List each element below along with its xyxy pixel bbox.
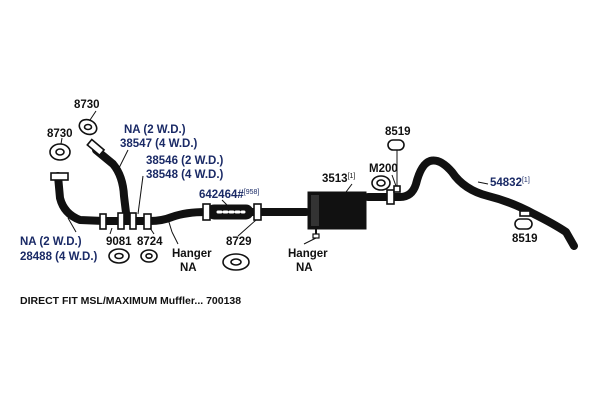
tail-pipe — [364, 156, 578, 250]
label-hanger-right: Hanger — [288, 248, 328, 260]
label-9081: 9081 — [106, 236, 132, 248]
label-28488: 28488 (4 W.D.) — [20, 251, 98, 263]
part-labels: 8730 8730 NA (2 W.D.) 38547 (4 W.D.) 385… — [20, 99, 538, 274]
right-down-pipe — [92, 146, 131, 225]
label-642464: 642464#[958] — [199, 189, 259, 201]
label-hanger-right-na: NA — [296, 262, 313, 274]
label-8729: 8729 — [226, 236, 252, 248]
label-m200: M200 — [369, 163, 398, 175]
connectors — [50, 138, 531, 233]
label-na-upper: NA (2 W.D.) — [124, 124, 186, 136]
hanger-8519-top — [387, 139, 405, 151]
label-8519-top: 8519 — [385, 126, 411, 138]
label-na-lower: NA (2 W.D.) — [20, 236, 82, 248]
label-8730-left: 8730 — [47, 128, 73, 140]
left-down-pipe — [54, 172, 108, 225]
label-8730-top: 8730 — [74, 99, 100, 111]
intermediate-pipe — [100, 208, 210, 225]
leader-lines — [60, 110, 489, 245]
muffler — [307, 191, 372, 239]
label-38547: 38547 (4 W.D.) — [120, 138, 198, 150]
gaskets — [49, 118, 533, 271]
label-38548: 38548 (4 W.D.) — [146, 169, 224, 181]
label-hanger-left-na: NA — [180, 262, 197, 274]
label-8519-bottom: 8519 — [512, 233, 538, 245]
label-3513: 3513[1] — [322, 173, 355, 185]
label-38546: 38546 (2 W.D.) — [146, 155, 224, 167]
label-8724: 8724 — [137, 236, 163, 248]
diagram-caption: DIRECT FIT MSL/MAXIMUM Muffler... 700138 — [20, 295, 241, 307]
label-hanger-left: Hanger — [172, 248, 212, 260]
hanger-8519-bottom — [514, 218, 533, 230]
label-54832: 54832[1] — [490, 177, 530, 189]
